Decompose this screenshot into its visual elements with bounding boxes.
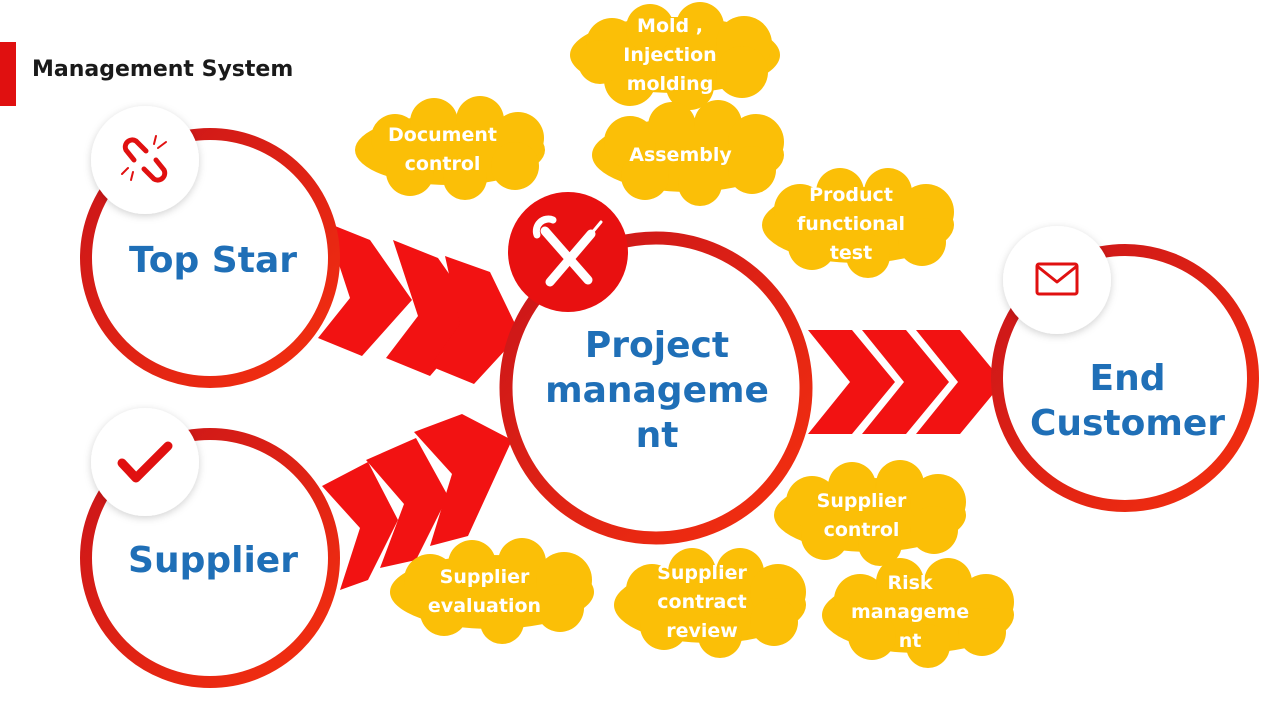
cloud-label-supplier-evaluation: Supplier evaluation: [427, 566, 542, 617]
customer-icon-badge: [1003, 226, 1111, 334]
cloud-document: [355, 96, 545, 200]
supplier-icon-badge: [91, 408, 199, 516]
cloud-label-risk: Risk manageme nt: [850, 571, 970, 652]
top-star-icon-badge: [91, 106, 199, 214]
project-circle: [499, 231, 813, 545]
cloud-label-document: Document control: [388, 124, 497, 175]
cloud-supplier-evaluation: [390, 538, 594, 644]
cloud-label-assembly: Assembly: [629, 143, 732, 166]
cloud-label-contract-review: Supplier contract review: [657, 561, 747, 642]
cloud-product-test: [762, 168, 954, 278]
envelope-icon: [1035, 262, 1079, 296]
cloud-mold: [570, 2, 780, 110]
broken-link-icon: [121, 135, 168, 183]
supplier-label: Supplier: [128, 539, 298, 581]
checkmark-icon: [117, 441, 173, 483]
title-accent-bar: [0, 42, 16, 106]
cloud-risk: [822, 558, 1014, 668]
chevrons-topstar-to-project: [318, 222, 520, 384]
cloud-supplier-control: [774, 460, 966, 566]
cloud-assembly: [592, 100, 784, 206]
cloud-label-supplier-control: Supplier control: [816, 490, 907, 541]
cloud-contract-review: [614, 548, 806, 658]
chevrons-supplier-to-project: [322, 414, 512, 590]
chevrons-project-to-customer: [808, 330, 1003, 434]
cloud-label-product-test: Product functional test: [796, 183, 906, 264]
tools-icon: [532, 215, 603, 287]
project-label: Project manageme nt: [545, 324, 769, 456]
page-title: Management System: [32, 57, 294, 82]
cloud-label-mold: Mold , Injection molding: [623, 14, 717, 95]
clouds: [355, 2, 1014, 668]
end-customer-label: End Customer: [1029, 358, 1226, 444]
top-star-label: Top Star: [129, 239, 297, 281]
